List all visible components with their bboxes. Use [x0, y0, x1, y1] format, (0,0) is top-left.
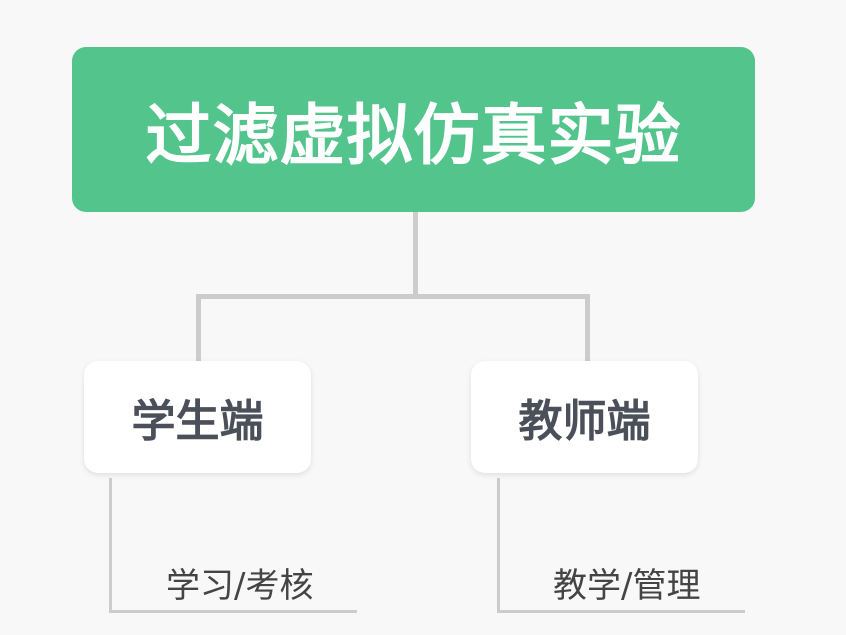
child-title-student: 学生端: [131, 396, 264, 447]
leaf-connector-left-horizontal: [109, 610, 357, 613]
child-node-student[interactable]: 学生端: [84, 361, 311, 473]
connector-root-vertical: [413, 212, 418, 298]
leaf-connector-right-vertical: [497, 478, 500, 613]
connector-right-vertical: [585, 294, 590, 362]
leaf-label-student[interactable]: 学习/考核: [166, 566, 314, 606]
leaf-connector-right-horizontal: [497, 610, 745, 613]
root-title: 过滤虚拟仿真实验: [145, 96, 682, 174]
child-node-teacher[interactable]: 教师端: [471, 361, 698, 473]
connector-left-vertical: [196, 294, 201, 362]
child-title-teacher: 教师端: [518, 396, 651, 447]
leaf-connector-left-vertical: [109, 478, 112, 613]
connector-horizontal: [196, 294, 590, 299]
root-node[interactable]: 过滤虚拟仿真实验: [72, 47, 755, 212]
leaf-label-teacher[interactable]: 教学/管理: [553, 566, 701, 606]
